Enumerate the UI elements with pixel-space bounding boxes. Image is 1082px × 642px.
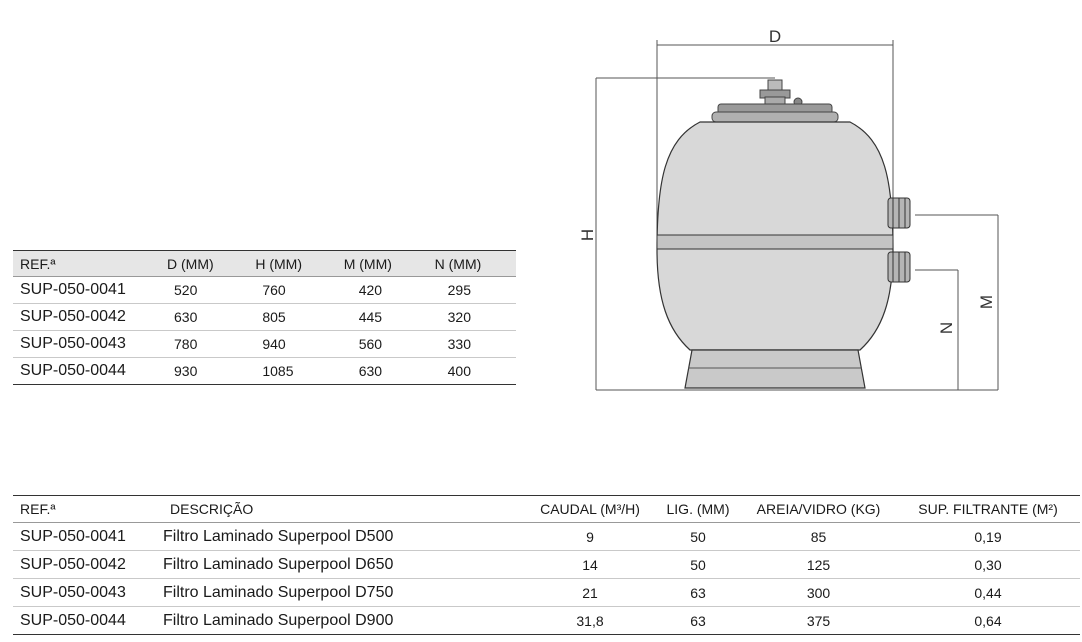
- header-connection: LIG. (MM): [655, 495, 741, 523]
- header-n: N (MM): [427, 250, 516, 277]
- cell-sand-glass: 375: [741, 606, 896, 635]
- products-table: REF.ª DESCRIÇÃO CAUDAL (M³/H) LIG. (MM) …: [13, 495, 1080, 635]
- cell-description: Filtro Laminado Superpool D500: [163, 522, 525, 551]
- cell-ref: SUP-050-0041: [13, 522, 163, 551]
- dim-label-h: H: [578, 229, 597, 241]
- cell-n: 400: [427, 357, 516, 385]
- cell-flow: 9: [525, 522, 655, 551]
- cell-m: 445: [336, 303, 428, 331]
- cell-m: 420: [336, 276, 428, 304]
- cell-description: Filtro Laminado Superpool D650: [163, 550, 525, 579]
- header-flow: CAUDAL (M³/H): [525, 495, 655, 523]
- cell-filter-surface: 0,44: [896, 578, 1080, 607]
- cell-d: 520: [160, 276, 249, 304]
- cell-ref: SUP-050-0044: [13, 357, 160, 385]
- cell-m: 560: [336, 330, 428, 358]
- cell-ref: SUP-050-0043: [13, 330, 160, 358]
- cell-description: Filtro Laminado Superpool D900: [163, 606, 525, 635]
- table-row: SUP-050-0041 Filtro Laminado Superpool D…: [13, 522, 1080, 551]
- header-ref: REF.ª: [13, 495, 163, 523]
- table-row: SUP-050-0043 780 940 560 330: [13, 330, 516, 358]
- table-row: SUP-050-0042 630 805 445 320: [13, 303, 516, 331]
- cell-n: 330: [427, 330, 516, 358]
- cell-flow: 14: [525, 550, 655, 579]
- dim-label-d: D: [769, 27, 781, 46]
- cell-connection: 63: [655, 606, 741, 635]
- cell-d: 780: [160, 330, 249, 358]
- header-h: H (MM): [248, 250, 337, 277]
- dimensions-header-row: REF.ª D (MM) H (MM) M (MM) N (MM): [13, 250, 516, 277]
- cell-d: 630: [160, 303, 249, 331]
- cell-connection: 50: [655, 550, 741, 579]
- cell-h: 760: [248, 276, 337, 304]
- cell-connection: 63: [655, 578, 741, 607]
- cell-sand-glass: 300: [741, 578, 896, 607]
- table-row: SUP-050-0044 Filtro Laminado Superpool D…: [13, 606, 1080, 635]
- dim-label-n: N: [937, 322, 956, 334]
- cell-ref: SUP-050-0042: [13, 550, 163, 579]
- cell-sand-glass: 85: [741, 522, 896, 551]
- cell-m: 630: [336, 357, 428, 385]
- table-row: SUP-050-0043 Filtro Laminado Superpool D…: [13, 578, 1080, 607]
- cell-ref: SUP-050-0044: [13, 606, 163, 635]
- header-sand-glass: AREIA/VIDRO (KG): [741, 495, 896, 523]
- header-m: M (MM): [336, 250, 428, 277]
- cell-h: 1085: [248, 357, 337, 385]
- cell-description: Filtro Laminado Superpool D750: [163, 578, 525, 607]
- dim-label-m: M: [977, 295, 996, 309]
- table-row: SUP-050-0041 520 760 420 295: [13, 276, 516, 304]
- header-description: DESCRIÇÃO: [163, 495, 525, 523]
- cell-filter-surface: 0,30: [896, 550, 1080, 579]
- cell-sand-glass: 125: [741, 550, 896, 579]
- table-row: SUP-050-0044 930 1085 630 400: [13, 357, 516, 385]
- cell-h: 940: [248, 330, 337, 358]
- table-row: SUP-050-0042 Filtro Laminado Superpool D…: [13, 550, 1080, 579]
- cell-n: 295: [427, 276, 516, 304]
- cell-ref: SUP-050-0043: [13, 578, 163, 607]
- filter-technical-drawing: D H M N: [578, 27, 999, 391]
- cell-n: 320: [427, 303, 516, 331]
- cell-filter-surface: 0,19: [896, 522, 1080, 551]
- cell-ref: SUP-050-0042: [13, 303, 160, 331]
- cell-ref: SUP-050-0041: [13, 276, 160, 304]
- header-ref: REF.ª: [13, 250, 160, 277]
- cell-flow: 21: [525, 578, 655, 607]
- cell-flow: 31,8: [525, 606, 655, 635]
- cell-d: 930: [160, 357, 249, 385]
- dimensions-table: REF.ª D (MM) H (MM) M (MM) N (MM) SUP-05…: [13, 250, 516, 385]
- products-header-row: REF.ª DESCRIÇÃO CAUDAL (M³/H) LIG. (MM) …: [13, 495, 1080, 523]
- cell-h: 805: [248, 303, 337, 331]
- header-filter-surface: SUP. FILTRANTE (M²): [896, 495, 1080, 523]
- header-d: D (MM): [160, 250, 249, 277]
- cell-filter-surface: 0,64: [896, 606, 1080, 635]
- cell-connection: 50: [655, 522, 741, 551]
